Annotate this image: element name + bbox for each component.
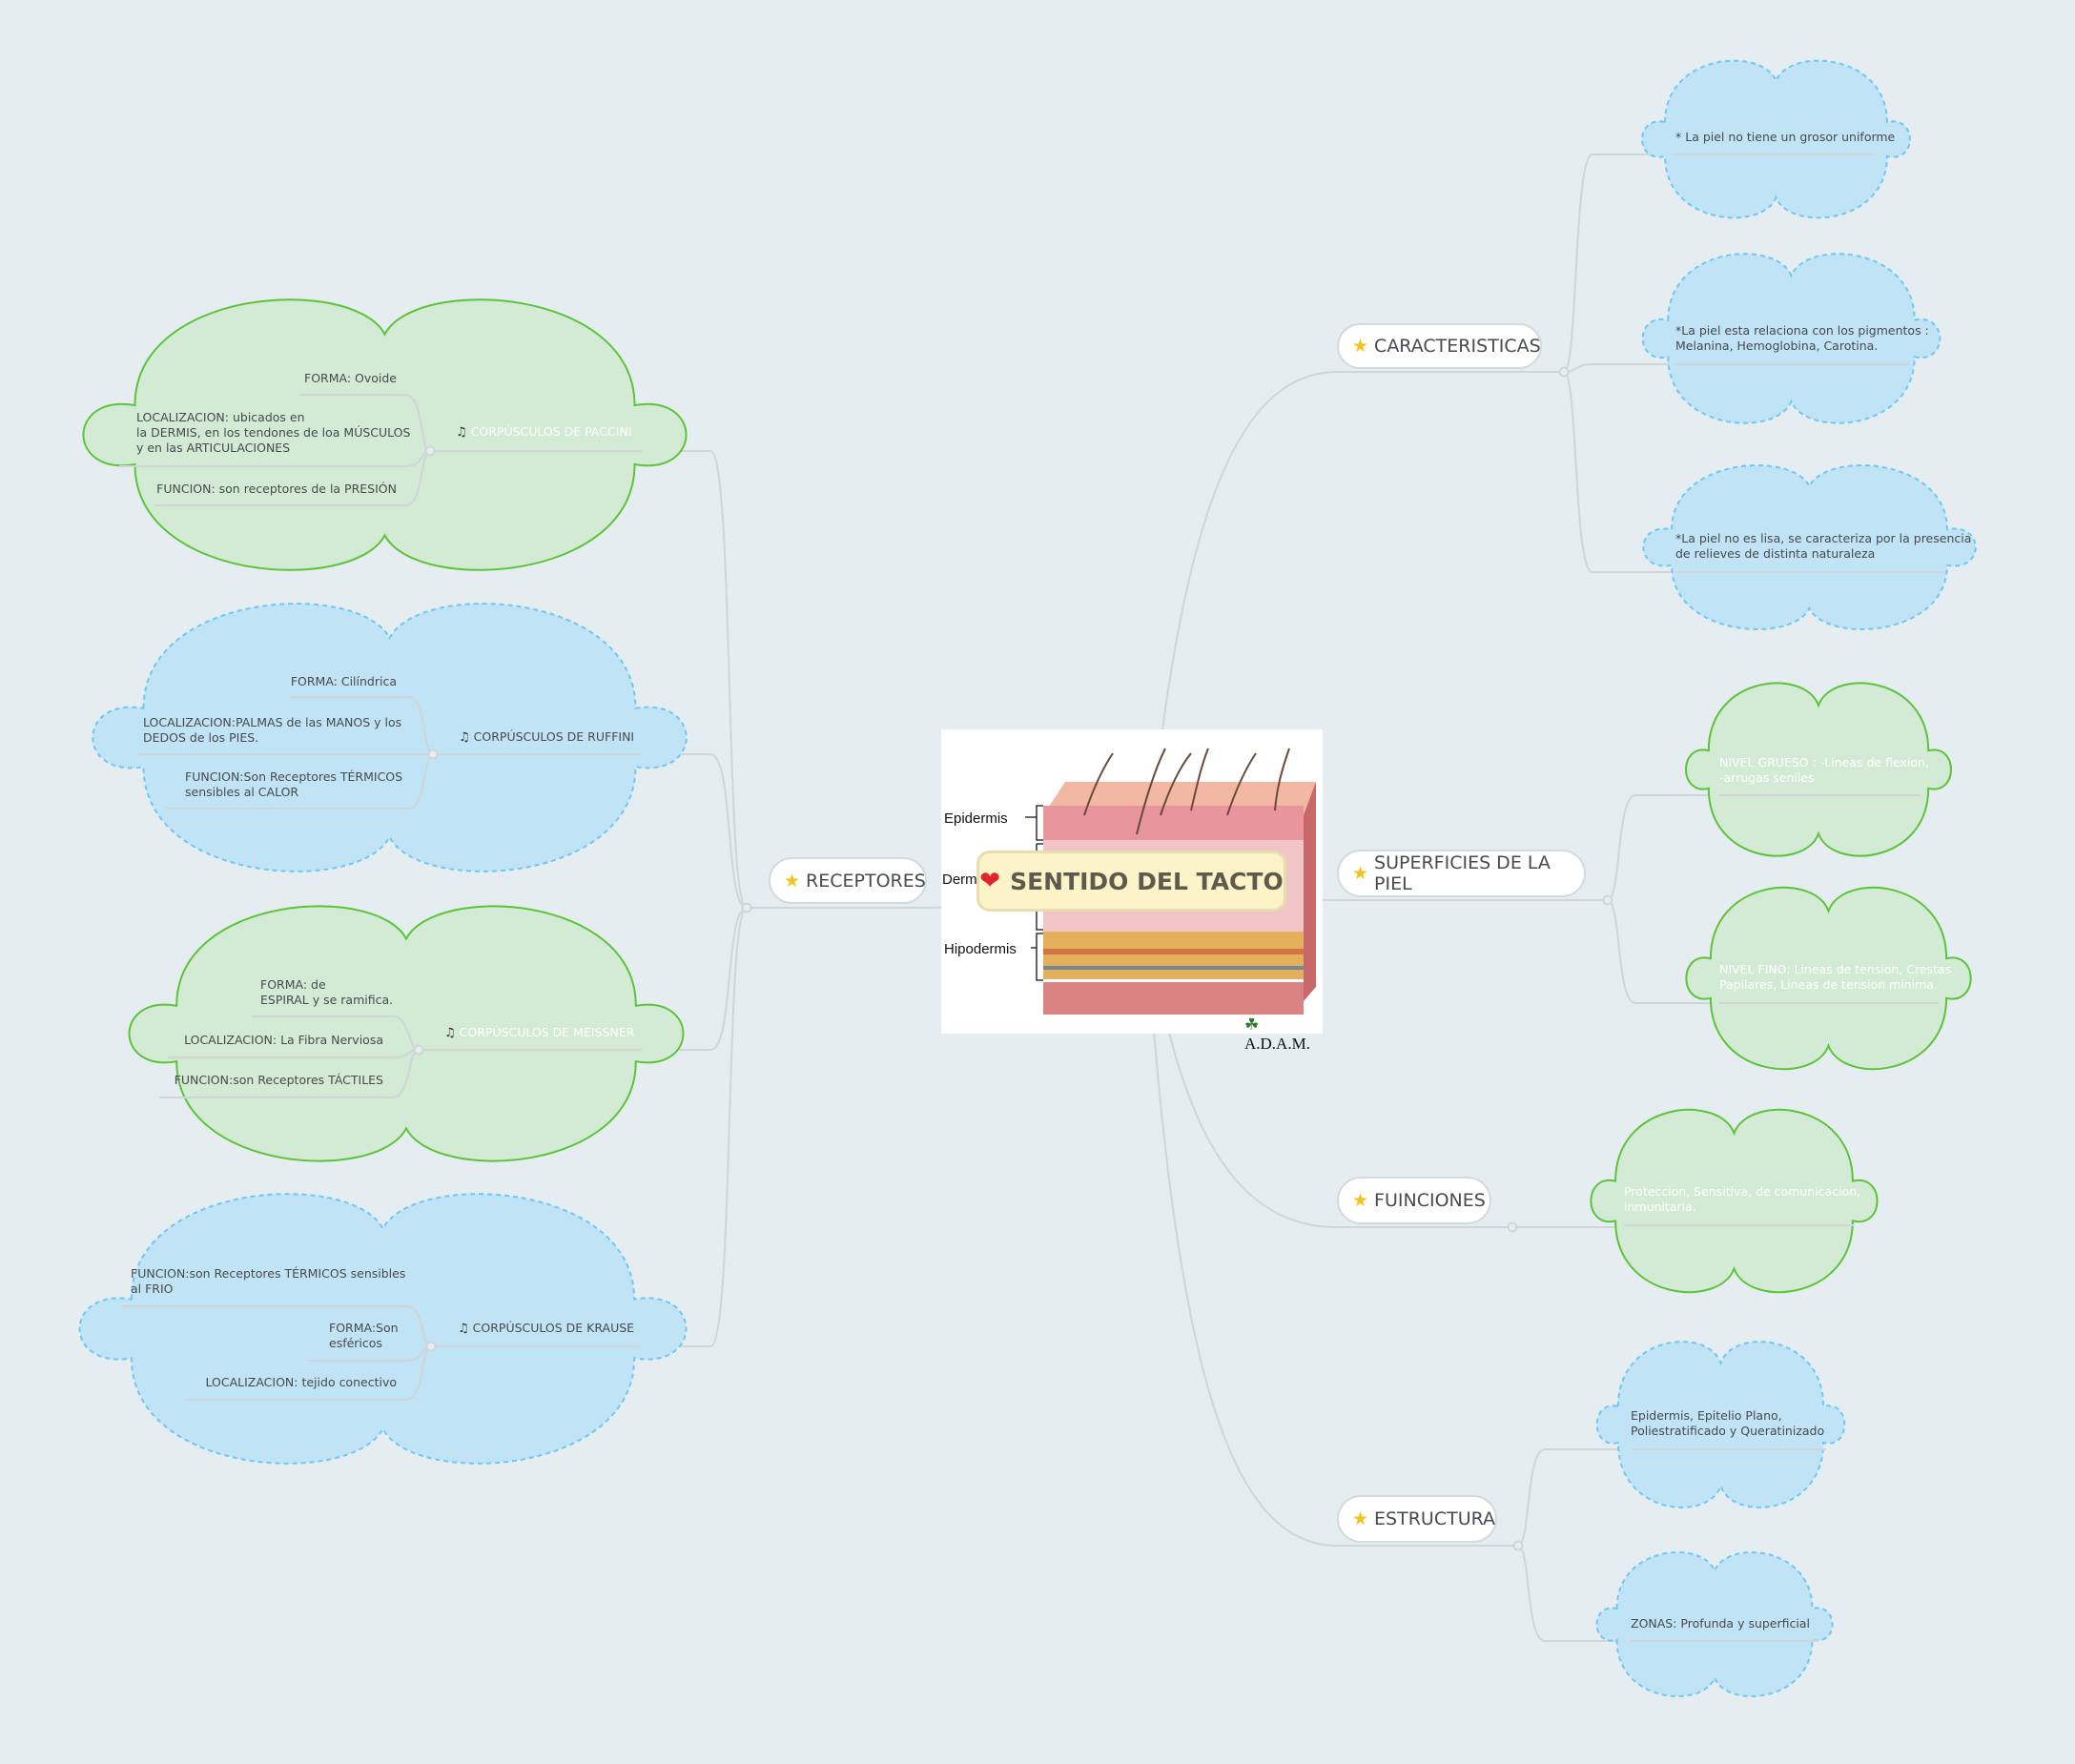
adam-credit: ☘A.D.A.M. xyxy=(1244,1015,1310,1053)
ruffini-funcion[interactable]: FUNCION:Son Receptores TÉRMICOS sensible… xyxy=(185,769,403,799)
label-dermis: Derm xyxy=(942,872,977,888)
krause-funcion[interactable]: FUNCION:son Receptores TÉRMICOS sensible… xyxy=(131,1266,406,1296)
caracteristica-1[interactable]: * La piel no tiene un grosor uniforme xyxy=(1675,130,1896,144)
junction-dot[interactable] xyxy=(1507,1221,1518,1233)
superficie-fino[interactable]: NIVEL FINO: Lineas de tension, Crestas P… xyxy=(1719,962,1952,992)
meissner-forma[interactable]: FORMA: de ESPIRAL y se ramifica. xyxy=(260,977,394,1007)
receptor-meissner[interactable]: ♫CORPÚSCULOS DE MEISSNER xyxy=(444,1025,635,1040)
cloud-funciones xyxy=(1586,1101,1882,1301)
paccini-localizacion[interactable]: LOCALIZACION: ubicados en la DERMIS, en … xyxy=(136,410,411,455)
star-icon: ★ xyxy=(1352,1190,1369,1211)
superficie-grueso[interactable]: NIVEL GRUESO : -Lineas de flexion, -arru… xyxy=(1719,755,1929,785)
junction-dot[interactable] xyxy=(413,1044,424,1056)
cloud-estructura-2 xyxy=(1592,1546,1837,1703)
topic-superficies[interactable]: ★SUPERFICIES DE LA PIEL xyxy=(1337,850,1586,897)
junction-dot[interactable] xyxy=(424,445,436,457)
star-icon: ★ xyxy=(1352,1508,1369,1529)
topic-receptores[interactable]: ★RECEPTORES xyxy=(769,857,927,904)
cloud-caracteristica-2 xyxy=(1637,246,1945,431)
krause-forma[interactable]: FORMA:Son esféricos xyxy=(329,1321,399,1350)
topic-estructura[interactable]: ★ESTRUCTURA xyxy=(1337,1495,1497,1543)
music-note-icon: ♫ xyxy=(444,1026,456,1040)
caracteristica-3[interactable]: *La piel no es lisa, se caracteriza por … xyxy=(1675,531,1972,561)
music-note-icon: ♫ xyxy=(458,1322,469,1336)
junction-dot[interactable] xyxy=(741,902,752,913)
topic-funciones[interactable]: ★FUINCIONES xyxy=(1337,1177,1491,1224)
cloud-superficie-1 xyxy=(1681,675,1956,864)
paccini-forma[interactable]: FORMA: Ovoide xyxy=(304,371,397,385)
music-note-icon: ♫ xyxy=(459,730,470,745)
receptor-krause[interactable]: ♫CORPÚSCULOS DE KRAUSE xyxy=(458,1321,635,1336)
central-topic[interactable]: ❤ SENTIDO DEL TACTO xyxy=(976,851,1286,912)
label-epidermis: Epidermis xyxy=(944,810,1008,827)
caracteristica-2[interactable]: *La piel esta relaciona con los pigmento… xyxy=(1675,323,1929,353)
ruffini-localizacion[interactable]: LOCALIZACION:PALMAS de las MANOS y los D… xyxy=(143,715,402,745)
junction-dot[interactable] xyxy=(1512,1540,1524,1551)
meissner-localizacion[interactable]: LOCALIZACION: La Fibra Nerviosa xyxy=(184,1033,383,1047)
cloud-caracteristica-1 xyxy=(1637,53,1915,225)
junction-dot[interactable] xyxy=(1602,894,1613,906)
cloud-krause xyxy=(69,1181,697,1476)
connector-estructura xyxy=(1143,905,1518,1547)
cloud-ruffini xyxy=(82,591,697,884)
cloud-superficie-2 xyxy=(1681,879,1976,1077)
label-hipodermis: Hipodermis xyxy=(944,941,1017,957)
topic-caracteristicas[interactable]: ★CARACTERISTICAS xyxy=(1337,323,1542,369)
leaf-icon: ☘ xyxy=(1244,1015,1260,1034)
cloud-estructura-1 xyxy=(1592,1334,1849,1515)
receptor-ruffini[interactable]: ♫CORPÚSCULOS DE RUFFINI xyxy=(459,729,635,745)
funciones-text[interactable]: Proteccion, Sensitiva, de comunicacion, … xyxy=(1624,1184,1861,1214)
cloud-paccini xyxy=(72,287,697,583)
star-icon: ★ xyxy=(1352,336,1369,357)
ruffini-forma[interactable]: FORMA: Cilíndrica xyxy=(290,674,397,688)
junction-dot[interactable] xyxy=(427,749,439,760)
central-topic-title: SENTIDO DEL TACTO xyxy=(1010,867,1284,895)
star-icon: ★ xyxy=(1352,863,1369,884)
meissner-funcion[interactable]: FUNCION:son Receptores TÁCTILES xyxy=(174,1073,383,1087)
receptor-paccini[interactable]: ♫CORPÚSCULOS DE PACCINI xyxy=(456,424,632,440)
krause-localizacion[interactable]: LOCALIZACION: tejido conectivo xyxy=(205,1375,398,1389)
estructura-1[interactable]: Epidermis, Epitelio Plano, Poliestratifi… xyxy=(1631,1408,1825,1438)
heart-icon: ❤ xyxy=(979,867,1001,895)
estructura-2[interactable]: ZONAS: Profunda y superficial xyxy=(1631,1616,1810,1631)
paccini-funcion[interactable]: FUNCION: son receptores de la PRESIÓN xyxy=(156,482,397,496)
cloud-caracteristica-3 xyxy=(1637,458,1982,637)
junction-dot[interactable] xyxy=(1558,366,1570,378)
junction-dot[interactable] xyxy=(425,1341,437,1352)
star-icon: ★ xyxy=(784,870,801,892)
music-note-icon: ♫ xyxy=(456,425,467,440)
